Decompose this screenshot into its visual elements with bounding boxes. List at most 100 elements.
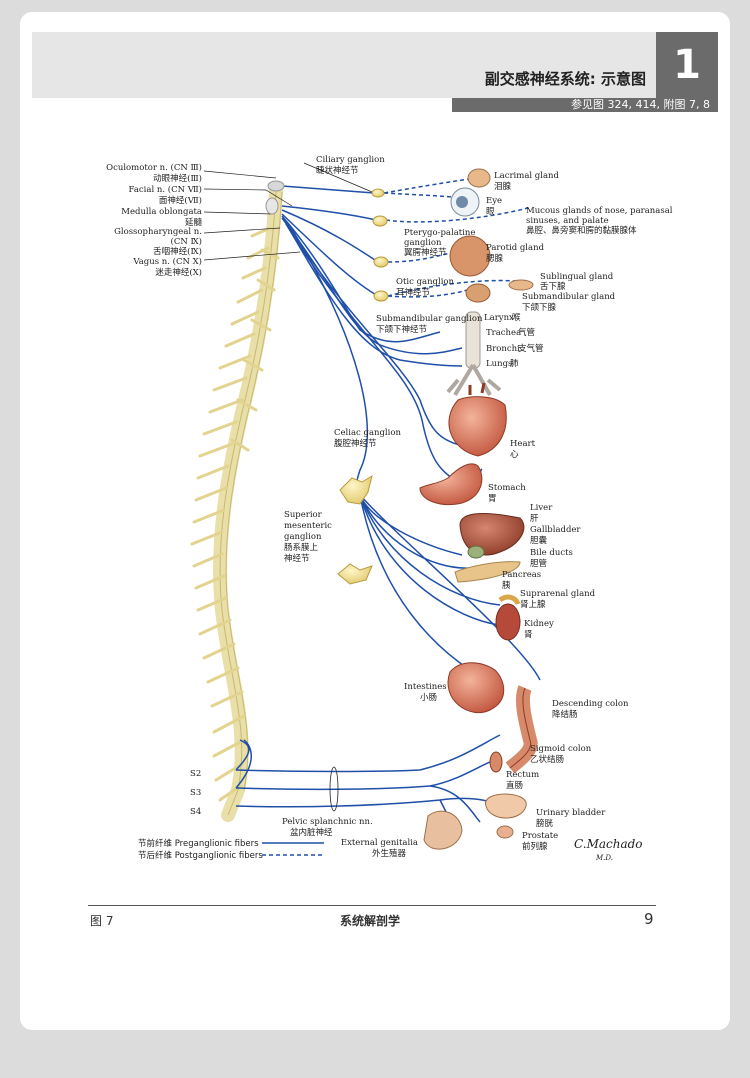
label-lungs-zh: 肺 [510, 359, 519, 369]
label-celiac: Celiac ganglion [334, 428, 401, 438]
label-glosso-cn: (CN Ⅸ) [171, 236, 202, 247]
figure-number: 图 7 [90, 914, 114, 928]
label-medulla-zh: 延髓 [185, 217, 203, 228]
label-celiac-zh: 腹腔神经节 [334, 438, 377, 449]
label-trachea-zh: 气管 [518, 327, 535, 338]
left-labels: Oculomotor n. (CN Ⅲ) 动眼神经(Ⅲ) Facial n. (… [106, 162, 202, 278]
organ-illustrations [419, 168, 538, 850]
label-stomach-zh: 胃 [488, 494, 497, 504]
label-vagus: Vagus n. (CN Ⅹ) [132, 256, 202, 267]
label-oculomotor-zh: 动眼神经(Ⅲ) [153, 173, 202, 184]
label-s3: S3 [190, 788, 201, 798]
label-submand-gland-zh: 下颌下腺 [522, 302, 557, 313]
label-sigmoid: Sigmoid colon [530, 744, 592, 754]
label-stomach: Stomach [488, 483, 526, 493]
label-bladder-zh: 膀胱 [536, 818, 554, 829]
label-bladder: Urinary bladder [536, 808, 606, 818]
label-glosso: Glossopharyngeal n. [114, 227, 202, 237]
legend: 节前纤维 Preganglionic fibers 节后纤维 Postgangl… [138, 838, 324, 861]
label-supmes-3: ganglion [284, 532, 322, 542]
legend-pre-label: 节前纤维 Preganglionic fibers [138, 838, 259, 849]
label-liver-zh: 肝 [530, 514, 539, 524]
label-intestines-zh: 小肠 [420, 692, 437, 703]
label-rectum-zh: 直肠 [506, 780, 523, 791]
label-gallbladder-zh: 胆囊 [530, 535, 548, 546]
label-pterygo-zh: 翼腭神经节 [404, 247, 447, 258]
label-pterygo: Pterygo-palatine [404, 228, 475, 238]
chapter-number: 1 [656, 32, 718, 98]
organ-labels: Lacrimal gland 泪腺 Eye 眼 Mucous glands of… [341, 171, 673, 859]
ganglion-labels: Ciliary ganglion 睫状神经节 Pterygo-palatine … [284, 155, 483, 564]
label-submand-gland: Submandibular gland [522, 292, 616, 302]
label-oculomotor: Oculomotor n. (CN Ⅲ) [106, 162, 202, 173]
label-rectum: Rectum [506, 770, 539, 780]
label-kidney: Kidney [524, 619, 554, 629]
label-facial: Facial n. (CN Ⅶ) [129, 184, 202, 195]
label-pancreas-zh: 胰 [502, 580, 511, 591]
pelvic-nerve-bundle [329, 766, 339, 812]
label-submand-ganglion-zh: 下颌下神经节 [376, 324, 428, 335]
label-parotid: Parotid gland [486, 243, 545, 253]
label-pelvic-nn-zh: 盆内脏神经 [290, 827, 333, 838]
label-larynx: Larynx [484, 313, 514, 323]
label-medulla: Medulla oblongata [121, 207, 202, 217]
label-otic-zh: 耳神经节 [396, 287, 431, 298]
label-supmes-1: Superior [284, 510, 323, 520]
artist-signature: C.Machado [574, 837, 643, 851]
label-parotid-zh: 腮腺 [486, 253, 504, 264]
label-bronchi-zh: 支气管 [518, 343, 544, 354]
spinal-cord [190, 185, 283, 822]
cross-reference: 参见图 324, 414, 附图 7, 8 [452, 98, 718, 112]
label-mucous-2: sinuses, and palate [526, 216, 609, 226]
footer-rule [88, 905, 656, 906]
label-submand-ganglion: Submandibular ganglion [376, 314, 483, 324]
label-genitalia: External genitalia [341, 838, 418, 848]
label-liver: Liver [530, 503, 553, 513]
label-eye-zh: 眼 [486, 207, 495, 217]
label-trachea: Trachea [486, 328, 521, 338]
label-pancreas: Pancreas [502, 570, 541, 580]
label-prostate-zh: 前列腺 [522, 841, 548, 852]
label-lacrimal-zh: 泪腺 [494, 181, 512, 192]
label-sublingual: Sublingual gland [540, 272, 614, 282]
label-desc-colon: Descending colon [552, 699, 629, 709]
left-label-leaders [203, 162, 373, 261]
label-suprarenal: Suprarenal gland [520, 589, 596, 599]
label-supmes-zh2: 神经节 [284, 553, 310, 564]
header-bar: 副交感神经系统: 示意图 [32, 32, 656, 98]
label-sublingual-zh: 舌下腺 [540, 281, 566, 292]
label-gallbladder: Gallbladder [530, 525, 581, 535]
label-heart-zh: 心 [510, 450, 519, 460]
page-number: 9 [644, 910, 654, 928]
label-kidney-zh: 肾 [524, 630, 533, 640]
label-facial-zh: 面神经(Ⅶ) [159, 195, 202, 206]
label-genitalia-zh: 外生殖器 [372, 848, 407, 859]
page-title: 副交感神经系统: 示意图 [484, 70, 646, 88]
book-section: 系统解剖学 [340, 914, 401, 928]
label-larynx-zh: 喉 [512, 312, 521, 323]
label-bronchi: Bronchi [486, 344, 520, 354]
label-mucous-1: Mucous glands of nose, paranasal [526, 206, 673, 216]
preganglionic-fibers [235, 185, 541, 829]
label-eye: Eye [486, 196, 502, 206]
legend-post-label: 节后纤维 Postganglionic fibers [138, 850, 263, 861]
label-desc-colon-zh: 降结肠 [552, 709, 578, 720]
ganglia-shapes [265, 180, 389, 585]
label-lacrimal: Lacrimal gland [494, 171, 560, 181]
label-sigmoid-zh: 乙状结肠 [530, 754, 564, 765]
label-intestines: Intestines [404, 682, 447, 692]
label-supmes-2: mesenteric [284, 521, 332, 531]
label-suprarenal-zh: 肾上腺 [520, 599, 546, 610]
label-s4: S4 [190, 807, 201, 817]
label-pelvic-nn: Pelvic splanchnic nn. [282, 817, 373, 827]
label-vagus-zh: 迷走神经(Ⅹ) [155, 267, 202, 278]
label-lungs: Lungs [486, 359, 512, 369]
label-pterygo-2: ganglion [404, 238, 442, 248]
label-glosso-zh: 舌咽神经(Ⅸ) [153, 246, 202, 257]
label-supmes-zh1: 肠系膜上 [284, 542, 319, 553]
label-heart: Heart [510, 439, 536, 449]
label-ciliary-zh: 睫状神经节 [316, 165, 359, 176]
artist-signature-md: M.D. [595, 854, 613, 862]
label-ciliary: Ciliary ganglion [316, 155, 385, 165]
